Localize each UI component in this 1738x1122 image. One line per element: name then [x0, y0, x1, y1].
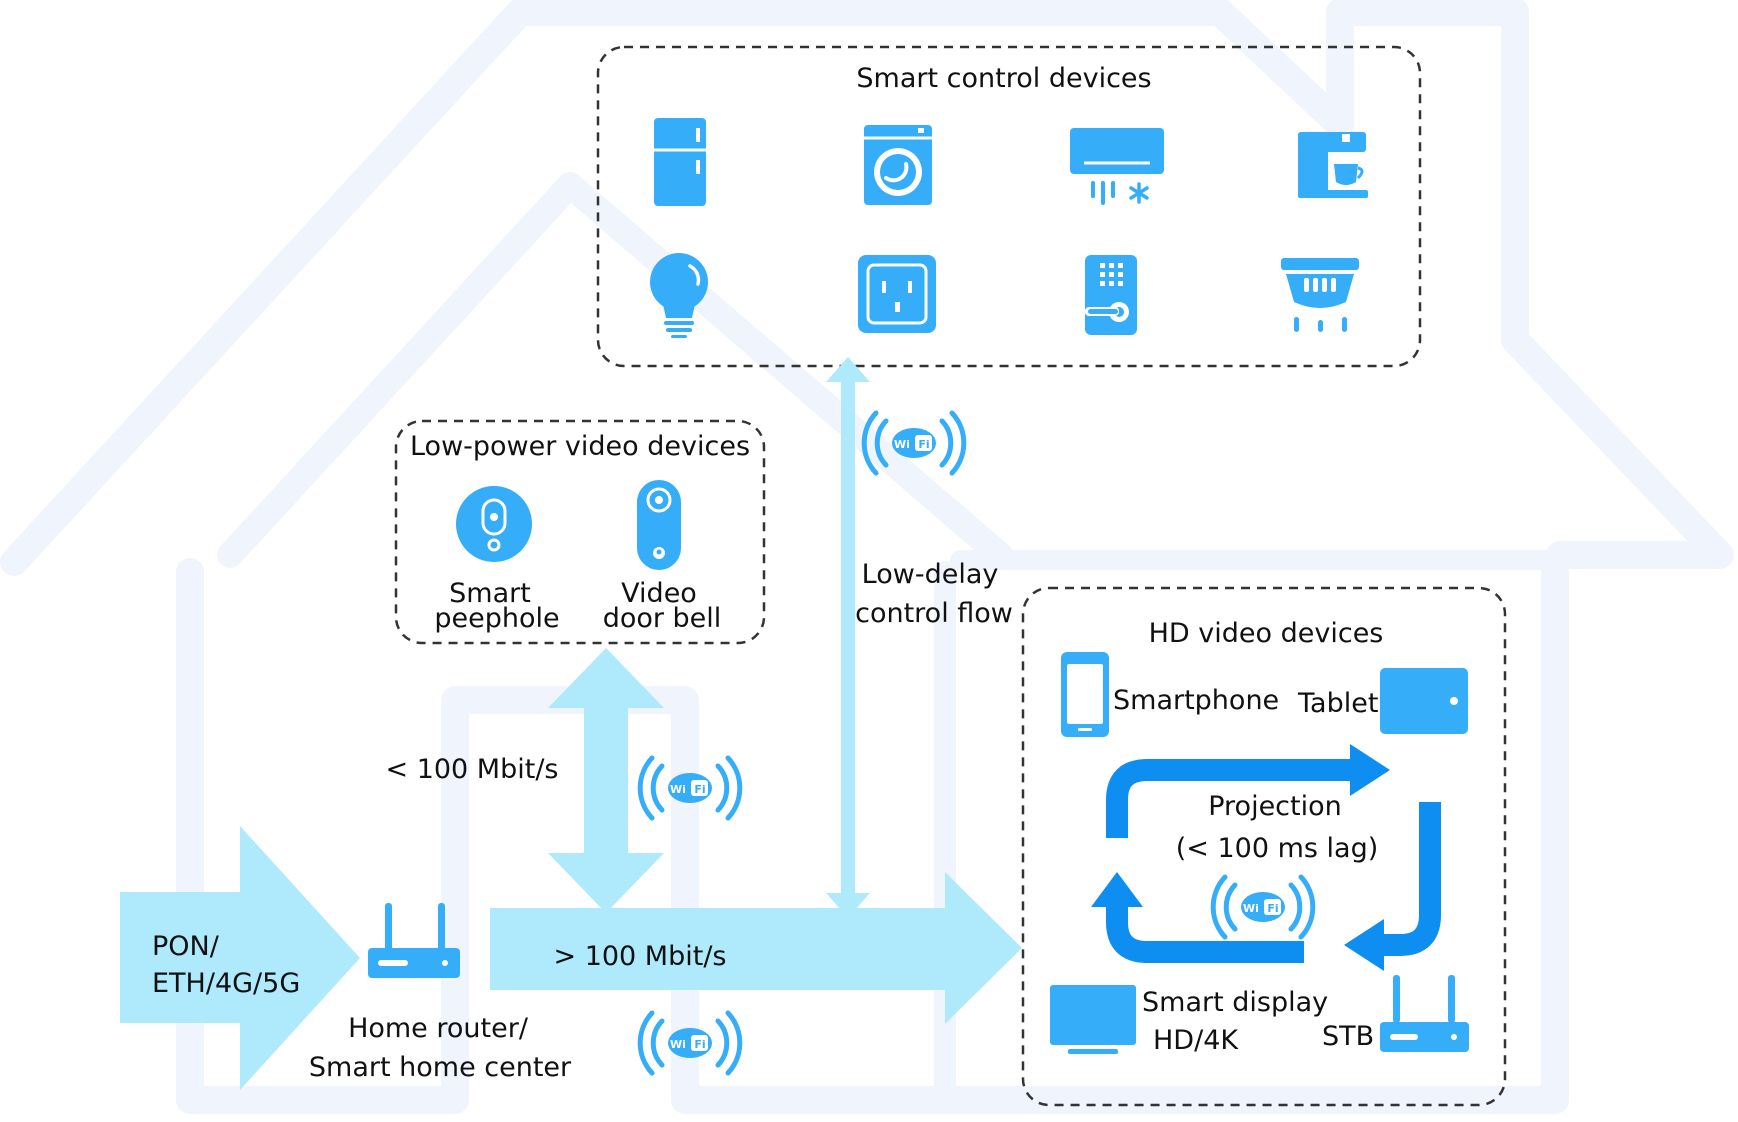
- peephole-label-line1: Smart: [449, 578, 531, 609]
- washing-machine-icon: [864, 125, 932, 205]
- power-socket-icon: [858, 255, 936, 333]
- low-power-group: Low-power video devices Smart peephole V…: [394, 419, 766, 645]
- low-power-title: Low-power video devices: [410, 431, 750, 462]
- uplink-label-line1: PON/: [152, 931, 220, 962]
- projection-loop: [1091, 744, 1441, 971]
- wifi-icon: Wi Fi: [640, 758, 740, 818]
- router-label-line1: Home router/: [348, 1013, 529, 1044]
- wifi-icon: Wi Fi: [864, 413, 964, 473]
- smart-control-title: Smart control devices: [856, 63, 1151, 94]
- smartphone-icon: [1061, 652, 1109, 737]
- stb-label: STB: [1322, 1021, 1374, 1052]
- svg-text:Fi: Fi: [918, 438, 929, 451]
- low-delay-label-line2: control flow: [855, 598, 1013, 629]
- peephole-label-line2: peephole: [434, 603, 559, 634]
- stb-icon: [1380, 975, 1469, 1052]
- router-icon: [368, 903, 460, 978]
- coffee-machine-icon: [1298, 132, 1368, 198]
- sweeping-robot-icon: [1281, 258, 1359, 332]
- svg-text:Wi: Wi: [1243, 902, 1259, 915]
- wifi-icon: Wi Fi: [640, 1013, 740, 1073]
- tablet-icon: [1380, 668, 1468, 734]
- smart-display-label-line2: HD/4K: [1153, 1025, 1239, 1056]
- smartphone-label: Smartphone: [1113, 685, 1279, 716]
- smart-control-group: Smart control devices: [596, 45, 1422, 368]
- air-conditioner-icon: [1070, 128, 1164, 205]
- svg-text:Fi: Fi: [694, 1038, 705, 1051]
- high-rate-arrow: [490, 872, 1022, 1024]
- svg-text:Wi: Wi: [670, 1038, 686, 1051]
- hd-video-group: HD video devices Smartphone Tablet Proje…: [1021, 586, 1507, 1107]
- svg-text:Fi: Fi: [694, 783, 705, 796]
- peephole-icon: [456, 486, 532, 562]
- uplink-label-line2: ETH/4G/5G: [152, 968, 300, 999]
- projection-label-line2: (< 100 ms lag): [1176, 833, 1379, 864]
- doorbell-label-line1: Video: [621, 578, 697, 609]
- high-rate-label: > 100 Mbit/s: [553, 941, 726, 972]
- low-rate-label: < 100 Mbit/s: [385, 754, 558, 785]
- projection-label-line1: Projection: [1208, 791, 1342, 822]
- hd-video-title: HD video devices: [1149, 618, 1384, 649]
- fridge-icon: [654, 118, 706, 206]
- wifi-icon: Wi Fi: [1213, 877, 1313, 937]
- low-delay-label-line1: Low-delay: [862, 559, 999, 590]
- router-label-line2: Smart home center: [309, 1052, 572, 1083]
- smart-lock-icon: [1085, 255, 1137, 335]
- smart-display-icon: [1050, 985, 1136, 1054]
- doorbell-icon: [637, 480, 681, 570]
- svg-text:Wi: Wi: [894, 438, 910, 451]
- tablet-label: Tablet: [1297, 688, 1378, 719]
- smart-display-label-line1: Smart display: [1142, 987, 1328, 1018]
- low-rate-double-arrow: [548, 648, 664, 913]
- svg-text:Fi: Fi: [1267, 902, 1278, 915]
- low-delay-arrow: [826, 357, 870, 918]
- light-bulb-icon: [650, 253, 708, 338]
- uplink-arrow: [120, 826, 360, 1090]
- doorbell-label-line2: door bell: [603, 603, 722, 634]
- svg-text:Wi: Wi: [670, 783, 686, 796]
